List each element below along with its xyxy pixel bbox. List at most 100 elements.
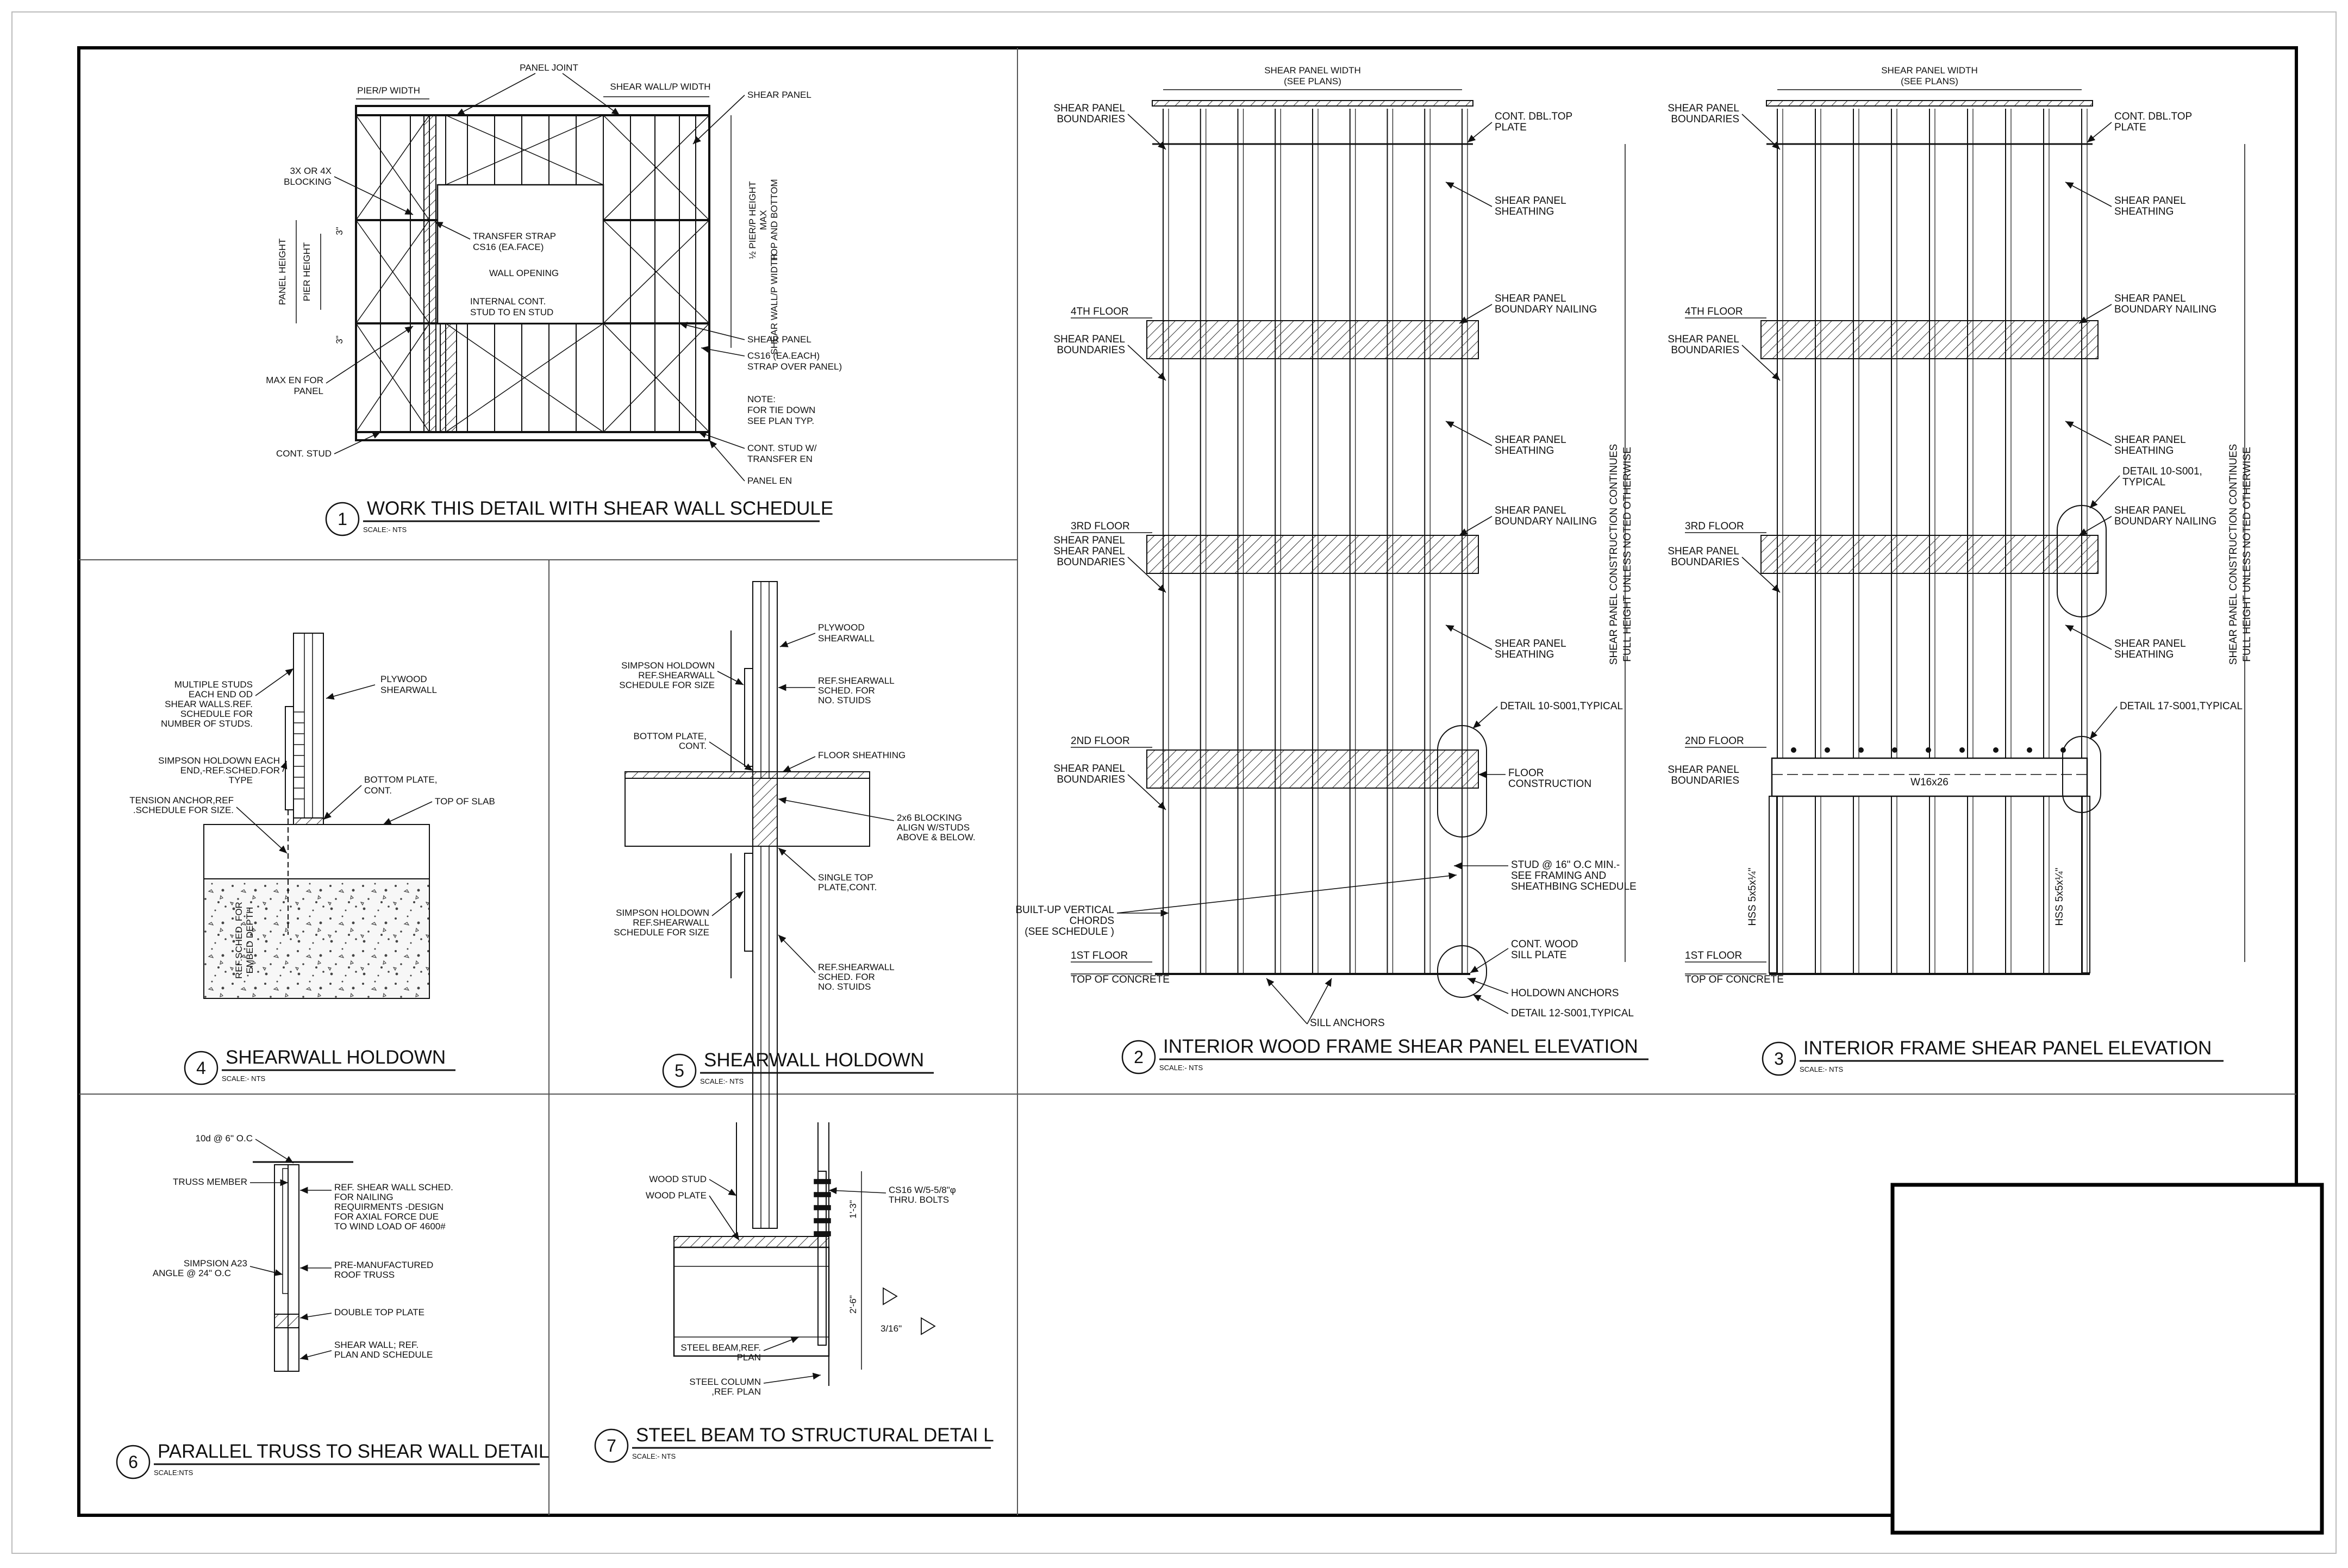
dim-top-label: 1'-3" (848, 1200, 858, 1219)
plywood-label: PLYWOOD (818, 622, 865, 633)
bolt-0 (814, 1179, 831, 1184)
detail-title: WORK THIS DETAIL WITH SHEAR WALL SCHEDUL… (367, 498, 833, 519)
shear-stud-3 (1892, 747, 1897, 753)
leader-line (2078, 516, 2112, 536)
max-en-label-2: PANEL (294, 386, 324, 396)
detail-scale: SCALE:- NTS (363, 526, 407, 534)
boundary-nailing-label-2-1: BOUNDARY NAILING (2114, 516, 2216, 527)
built-up-label-3: (SEE SCHEDULE ) (1025, 926, 1114, 938)
stud-label-3: SHEATHBING SCHEDULE (1511, 881, 1637, 892)
cs16-strap (817, 1171, 827, 1346)
simpson-label: SIMPSION A23 (184, 1258, 247, 1269)
boundaries-label-1: SHEAR PANEL (1053, 334, 1125, 345)
leader-line (1445, 624, 1493, 650)
simpson-top-label-2: REF.SHEARWALL (638, 670, 715, 680)
shear-panel-mid-label: SHEAR PANEL (747, 334, 811, 345)
shear-stud-2 (1858, 747, 1864, 753)
leader-line (249, 1266, 283, 1276)
x-brace-9 (603, 220, 710, 324)
leader-line (1445, 182, 1493, 207)
hss-right-label: HSS 5x5x¼" (2054, 867, 2065, 926)
sheathing-label-2: SHEAR PANEL (1495, 638, 1566, 649)
vertical-note-1: SHEAR PANEL CONSTRUCTION CONTINUES (1608, 444, 1620, 665)
shear-wall-label-2: PLAN AND SCHEDULE (334, 1350, 433, 1360)
boundaries-label-3rd: SHEAR PANEL (1053, 535, 1125, 546)
sheathing-label-1: SHEAR PANEL (2114, 434, 2186, 446)
ref-bottom-label: REF.SHEARWALL (818, 962, 895, 972)
floor-band-1 (1146, 535, 1479, 574)
boundaries-label-2-2: BOUNDARIES (1671, 557, 1739, 568)
leader-line (236, 807, 288, 854)
leader-line (1116, 872, 1457, 914)
leader-line (562, 73, 620, 116)
simpson-label-2: ANGLE @ 24" O.C (153, 1268, 231, 1278)
floor-joist (625, 778, 870, 847)
shear-stud-5 (1959, 747, 1965, 753)
pier-height-max-2: MAX (758, 210, 769, 230)
dim-3-top: 3" (334, 227, 345, 235)
ref-bottom-label-3: NO. STUIDS (818, 982, 871, 992)
multiple-studs-label: MULTIPLE STUDS (174, 679, 253, 690)
sheathing-label-2-1: SHEATHING (2114, 445, 2174, 457)
panel-width-label: SHEAR PANEL WIDTH (1881, 65, 1978, 76)
leader-line (334, 176, 414, 215)
detail-scale: SCALE:- NTS (1159, 1064, 1203, 1072)
boundaries-label-2-2: BOUNDARIES (1057, 557, 1125, 568)
vertical-note-2: FULL HEIGHT UNLESS NOTED OTHERWISE (1622, 447, 1633, 662)
cs16-label: CS16 (EA.EACH) (747, 351, 820, 361)
leader-line (323, 785, 362, 820)
detail-number: 5 (675, 1061, 684, 1080)
detail-10-callout (2057, 505, 2107, 617)
built-up-label-2: CHORDS (1070, 915, 1114, 927)
detail-scale: SCALE:- NTS (700, 1077, 744, 1085)
leader-line (763, 1372, 821, 1384)
leader-line (1741, 114, 1781, 150)
detail-scale: SCALE:- NTS (222, 1075, 266, 1083)
floor-label-0: 4TH FLOOR (1071, 306, 1129, 317)
leader-line (709, 1179, 737, 1196)
ref-label-3: REQUIRMENTS -DESIGN (334, 1202, 444, 1212)
internal-stud (440, 323, 457, 433)
leader-line (1472, 994, 1509, 1014)
leader-line (280, 760, 288, 772)
leader-line (2087, 122, 2112, 143)
wall (752, 581, 778, 1229)
leader-line (679, 322, 745, 340)
steel-beam-label-2: PLAN (737, 1352, 761, 1363)
simpson-bottom-label-2: REF.SHEARWALL (633, 917, 709, 928)
ref-bottom-label-2: SCHED. FOR (818, 972, 875, 982)
pre-label: PRE-MANUFACTURED (334, 1260, 433, 1270)
detail-number-circle (116, 1445, 151, 1479)
x-brace-15 (603, 323, 710, 433)
bottom-plate-label-2: CONT. (364, 785, 392, 796)
pier-width-label: PIER/P WIDTH (357, 85, 420, 96)
shear-wall-width-vertical: SHEAR WALL/P WIDTH (769, 254, 779, 354)
leader-line (1467, 122, 1493, 143)
floor-band-1 (1760, 535, 2099, 574)
sheathing-label-2-0: SHEATHING (1495, 206, 1554, 217)
ref-top-label: REF.SHEARWALL (818, 676, 895, 686)
leader-line (709, 1195, 740, 1241)
shear-wall-width-label: SHEAR WALL/P WIDTH (610, 82, 710, 92)
holdown-bottom (744, 853, 753, 952)
nail-label: 10d @ 6" O.C (195, 1133, 253, 1144)
shear-panel-top-label: SHEAR PANEL (747, 90, 811, 100)
multiple-studs-label-3: SHEAR WALLS.REF. (165, 699, 253, 709)
boundaries-label-2-1: BOUNDARIES (1671, 345, 1739, 356)
outer-border (11, 11, 2337, 1554)
beam-label: W16x26 (1910, 777, 1949, 788)
floor-sheathing-label: FLOOR SHEATHING (818, 750, 906, 760)
top-of-slab-label: TOP OF SLAB (435, 796, 495, 807)
leader-line (326, 326, 414, 384)
shear-stud-0 (1791, 747, 1796, 753)
detail-title: PARALLEL TRUSS TO SHEAR WALL DETAIL (158, 1441, 549, 1462)
cs16-label: CS16 W/5-5/8"φ (889, 1185, 956, 1195)
panel-width-label: SHEAR PANEL WIDTH (1264, 65, 1361, 76)
blocking-label: 3X OR 4X (290, 166, 332, 176)
cont-dbl-label-2: PLATE (1495, 122, 1527, 133)
leader-line (1459, 516, 1493, 536)
